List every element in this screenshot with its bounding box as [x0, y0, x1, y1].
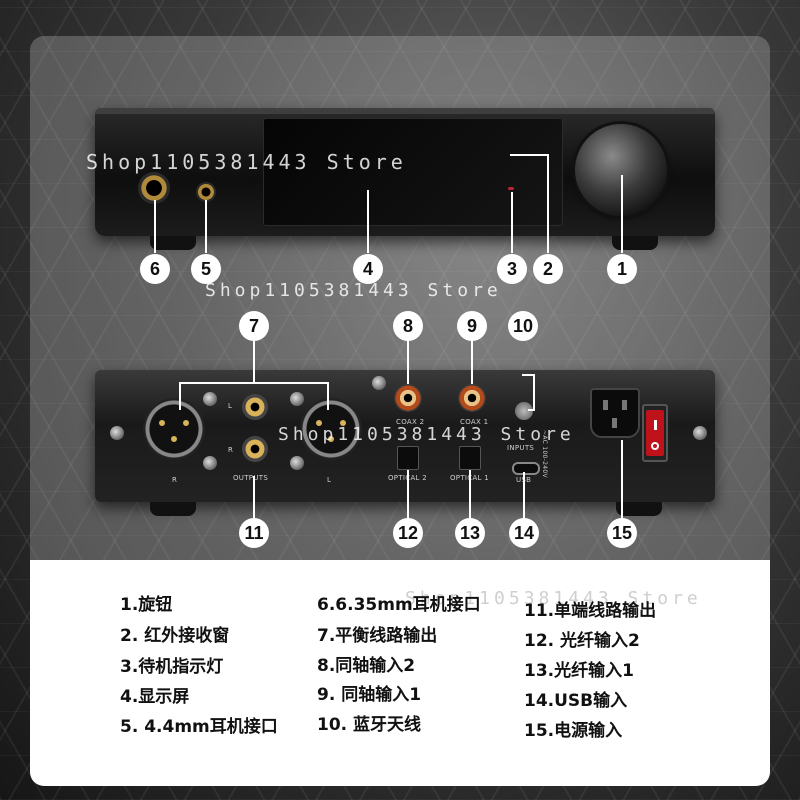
- leader-2: [510, 154, 549, 253]
- leader-7-bracket: [179, 382, 329, 410]
- callout-4: 4: [353, 254, 383, 284]
- rca-out-right: [242, 436, 268, 462]
- coax-input-1: [458, 384, 486, 412]
- screw: [372, 376, 386, 390]
- label-coax2: COAX 2: [396, 418, 425, 426]
- screw: [203, 392, 217, 406]
- power-switch: [642, 404, 668, 462]
- callout-3: 3: [497, 254, 527, 284]
- callout-13: 13: [455, 518, 485, 548]
- callout-8: 8: [393, 311, 423, 341]
- leader-10: [522, 374, 535, 411]
- xlr-out-right: [143, 398, 205, 460]
- front-foot-right: [612, 236, 658, 250]
- xlr-out-left: [300, 398, 362, 460]
- label-inputs: INPUTS: [507, 444, 535, 452]
- legend-item: 7.平衡线路输出: [317, 626, 438, 646]
- label-xlr-l: L: [327, 476, 332, 484]
- legend-item: 14.USB输入: [524, 691, 628, 711]
- watermark-2: Shop1105381443 Store: [205, 280, 502, 301]
- standby-indicator: [508, 187, 514, 190]
- rca-out-left: [242, 394, 268, 420]
- callout-7: 7: [239, 311, 269, 341]
- legend-panel: [30, 560, 770, 786]
- callout-5: 5: [191, 254, 221, 284]
- legend-item: 13.光纤输入1: [524, 661, 634, 681]
- bluetooth-antenna: [515, 402, 533, 420]
- legend-item: 5. 4.4mm耳机接口: [120, 717, 278, 737]
- legend-item: 3.待机指示灯: [120, 657, 224, 677]
- screw: [693, 426, 707, 440]
- coax-input-2: [394, 384, 422, 412]
- power-inlet: [590, 388, 640, 438]
- callout-6: 6: [140, 254, 170, 284]
- screw: [290, 456, 304, 470]
- legend-item: 11.单端线路输出: [524, 601, 657, 621]
- front-foot-left: [150, 236, 196, 250]
- usb-c-input: [512, 462, 540, 475]
- front-chassis-top: [95, 108, 715, 114]
- legend-item: 15.电源输入: [524, 721, 623, 741]
- legend-item: 12. 光纤输入2: [524, 631, 640, 651]
- headphone-jack-635: [138, 172, 170, 204]
- label-out-r: R: [228, 446, 234, 454]
- optical-input-2: [397, 446, 419, 470]
- callout-2: 2: [533, 254, 563, 284]
- legend-item: 6.6.35mm耳机接口: [317, 595, 481, 615]
- watermark-4: Shop1105381443 Store: [405, 588, 702, 609]
- screw: [203, 456, 217, 470]
- label-out-l: L: [228, 402, 233, 410]
- screw: [290, 392, 304, 406]
- legend-item: 9. 同轴输入1: [317, 685, 422, 705]
- rear-foot-left: [150, 502, 196, 516]
- legend-item: 10. 蓝牙天线: [317, 715, 422, 735]
- watermark-3: Shop1105381443 Store: [278, 424, 575, 445]
- callout-14: 14: [509, 518, 539, 548]
- screw: [110, 426, 124, 440]
- label-coax1: COAX 1: [460, 418, 489, 426]
- callout-15: 15: [607, 518, 637, 548]
- headphone-jack-44: [196, 182, 216, 202]
- legend-item: 8.同轴输入2: [317, 656, 416, 676]
- callout-10: 10: [508, 311, 538, 341]
- rear-foot-right: [616, 502, 662, 516]
- legend-item: 1.旋钮: [120, 595, 173, 615]
- legend-item: 4.显示屏: [120, 687, 190, 707]
- callout-12: 12: [393, 518, 423, 548]
- label-xlr-r: R: [172, 476, 178, 484]
- label-outputs: OUTPUTS: [233, 474, 269, 482]
- callout-9: 9: [457, 311, 487, 341]
- callout-11: 11: [239, 518, 269, 548]
- legend-item: 2. 红外接收窗: [120, 626, 230, 646]
- optical-input-1: [459, 446, 481, 470]
- watermark-1: Shop1105381443 Store: [86, 150, 407, 174]
- callout-1: 1: [607, 254, 637, 284]
